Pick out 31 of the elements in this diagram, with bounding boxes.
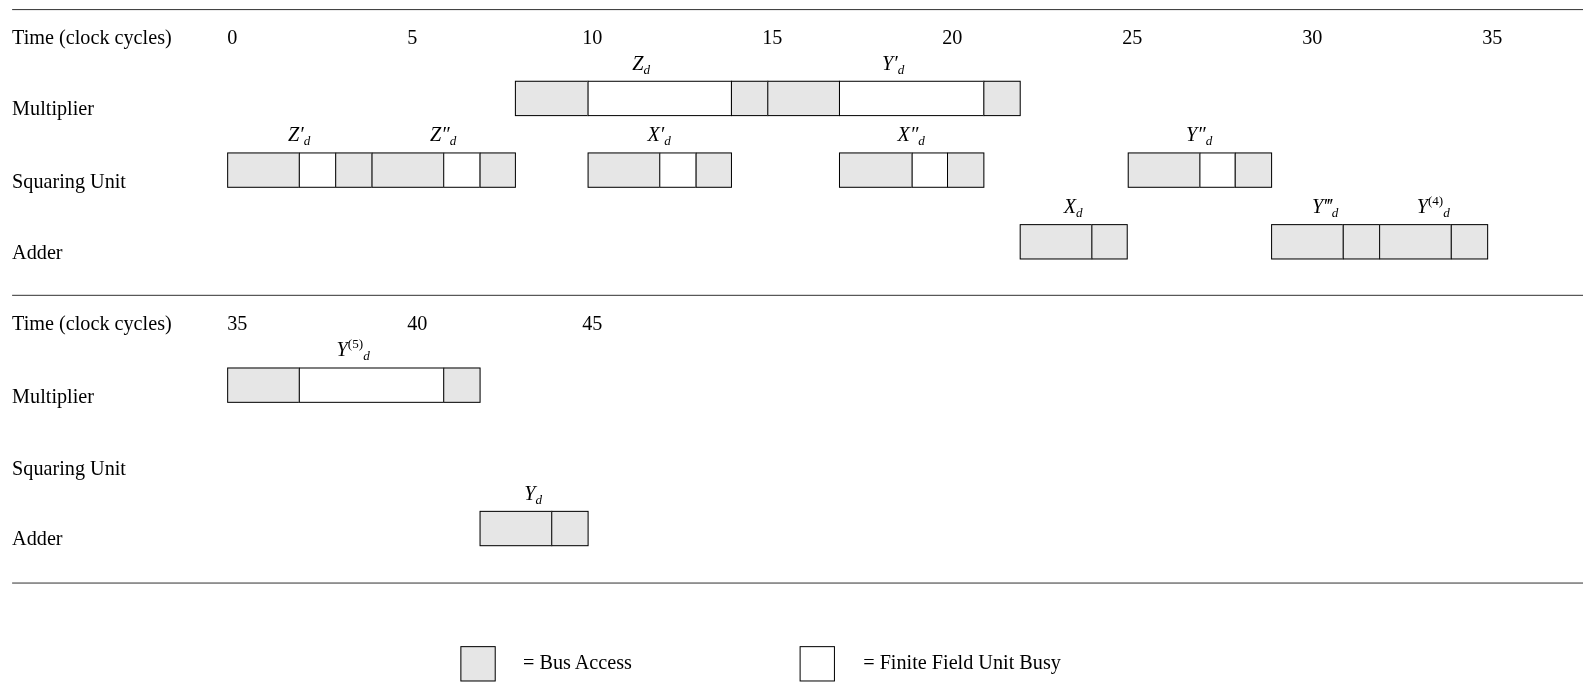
tick-label: 10: [582, 26, 603, 50]
task-label: Y‴$_{d}$: [1312, 194, 1339, 218]
tick-label: 30: [1302, 26, 1323, 50]
tick-label: 35: [227, 311, 248, 336]
task-label: Z$_{d}$: [632, 51, 651, 74]
task-label: Y″$_{d}$: [1186, 123, 1213, 146]
tick-label: 40: [407, 311, 428, 336]
legend-label: = Bus Access: [522, 651, 632, 675]
task-label: Y$_{d}$: [524, 481, 543, 504]
task-label: Z′$_{d}$: [288, 123, 311, 146]
axis-title: Time (clock cycles): [12, 311, 172, 336]
axis-title: Time (clock cycles): [12, 26, 172, 50]
row-label: Multiplier: [12, 384, 94, 408]
row-label: Adder: [12, 527, 63, 551]
task-label: Y′$_{d}$: [882, 51, 905, 74]
tick-label: 25: [1122, 26, 1143, 50]
tick-label: 20: [942, 26, 963, 50]
tick-label: 0: [227, 26, 238, 50]
tick-label: 45: [582, 311, 603, 336]
legend-label: = Finite Field Unit Busy: [863, 651, 1061, 675]
tick-label: 35: [1482, 26, 1503, 50]
task-label: Z″$_{d}$: [430, 123, 457, 146]
row-label: Squaring Unit: [12, 456, 126, 480]
task-label: X″$_{d}$: [897, 123, 925, 146]
row-label: Multiplier: [12, 96, 94, 121]
task-label: X′$_{d}$: [647, 123, 671, 146]
tick-label: 15: [762, 26, 783, 50]
row-label: Squaring Unit: [12, 169, 126, 193]
task-label: X$_{d}$: [1063, 194, 1083, 218]
tick-label: 5: [407, 26, 418, 50]
row-label: Adder: [12, 241, 63, 265]
